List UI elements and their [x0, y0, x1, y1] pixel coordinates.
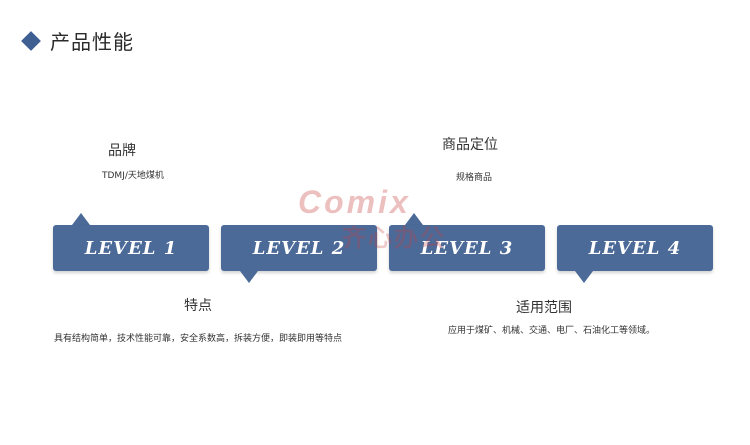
pointer-down-icon: [240, 271, 258, 283]
brand-label: 品牌: [108, 143, 136, 159]
pointer-down-icon: [575, 271, 593, 283]
level-4-box: LEVEL 4: [557, 225, 713, 271]
level-4-label: LEVEL 4: [588, 237, 682, 259]
features-desc: 具有结构简单，技术性能可靠，安全系数高，拆装方便，即装即用等特点: [54, 334, 343, 344]
page-title-group: 产品性能: [21, 26, 134, 55]
scope-label: 适用范围: [516, 300, 572, 316]
level-1-box: LEVEL 1: [53, 225, 209, 271]
brand-desc: TDMJ/天地煤机: [102, 171, 164, 181]
features-label: 特点: [184, 298, 212, 314]
level-3-label: LEVEL 3: [420, 237, 514, 259]
level-3-box: LEVEL 3: [389, 225, 545, 271]
level-2-box: LEVEL 2: [221, 225, 377, 271]
watermark-text: Comix: [298, 184, 411, 220]
diamond-marker-icon: [21, 30, 41, 51]
page-title: 产品性能: [50, 30, 134, 54]
scope-desc: 应用于煤矿、机械、交通、电厂、石油化工等领域。: [448, 326, 656, 336]
level-2-label: LEVEL 2: [252, 237, 346, 259]
positioning-desc: 规格商品: [456, 173, 493, 183]
positioning-label: 商品定位: [442, 137, 498, 153]
pointer-up-icon: [405, 213, 423, 225]
pointer-up-icon: [72, 213, 90, 225]
level-1-label: LEVEL 1: [84, 237, 178, 259]
